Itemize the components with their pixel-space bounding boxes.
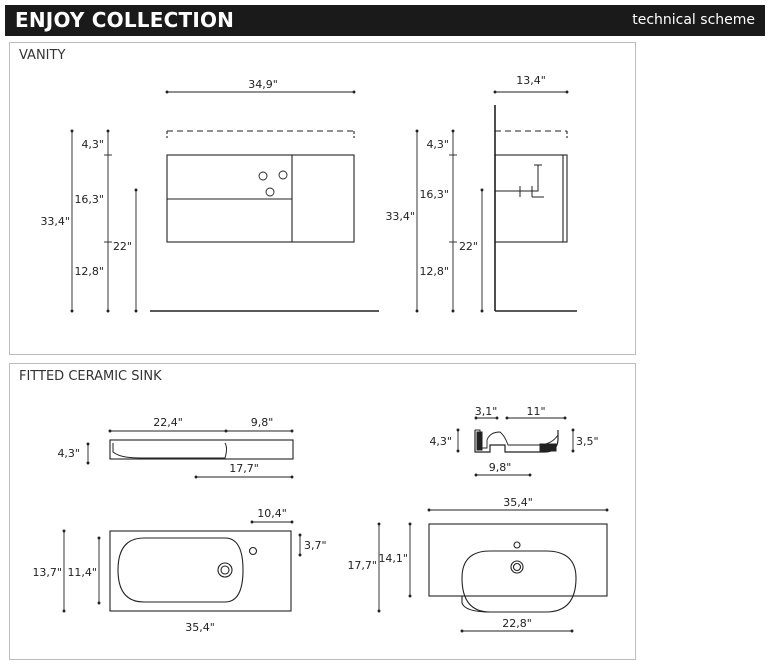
front-bottom-label: 12,8" xyxy=(74,265,104,278)
side-depth-label: 13,4" xyxy=(516,74,546,87)
sink-front-view xyxy=(377,508,609,633)
section-depth-label: 3,5" xyxy=(576,435,599,448)
side-middle-label: 16,3" xyxy=(419,188,449,201)
front-floor-label: 22" xyxy=(113,240,132,253)
top-hole-label: 3,7" xyxy=(304,539,327,552)
vanity-front-view xyxy=(70,90,379,313)
front-width-label: 34,9" xyxy=(248,78,278,91)
vanity-title: VANITY xyxy=(19,48,66,63)
vanity-side-view xyxy=(415,90,577,313)
front-middle-label: 16,3" xyxy=(74,193,104,206)
front-sink-inner-height-label: 14,1" xyxy=(378,552,408,565)
profile-bowl-label: 17,7" xyxy=(229,462,259,475)
front-sink-width-label: 35,4" xyxy=(503,496,533,509)
front-sink-height-label: 17,7" xyxy=(347,559,377,572)
drain-icon xyxy=(258,171,268,181)
profile-height-label: 4,3" xyxy=(57,447,80,460)
siphon-trap xyxy=(495,164,544,198)
side-total-label: 33,4" xyxy=(385,210,415,223)
sink-section-view xyxy=(456,416,575,477)
front-top-label: 4,3" xyxy=(81,138,104,151)
top-depth-label: 13,7" xyxy=(32,566,62,579)
profile-left-width-label: 22,4" xyxy=(153,416,183,429)
side-floor-label: 22" xyxy=(459,240,478,253)
sink-top-view xyxy=(62,520,302,613)
side-top-label: 4,3" xyxy=(426,138,449,151)
section-basin-label: 11" xyxy=(526,405,545,418)
side-bottom-label: 12,8" xyxy=(419,265,449,278)
profile-right-width-label: 9,8" xyxy=(251,416,274,429)
front-total-label: 33,4" xyxy=(40,215,70,228)
section-rim-label: 3,1" xyxy=(475,405,498,418)
section-bottom-label: 9,8" xyxy=(489,461,512,474)
cabinet-side xyxy=(494,154,568,243)
sink-panel: FITTED CERAMIC SINK xyxy=(9,363,636,660)
vanity-panel: VANITY xyxy=(9,42,636,355)
top-offset-label: 10,4" xyxy=(257,507,287,520)
page-header: ENJOY COLLECTION technical scheme xyxy=(5,5,765,36)
section-height-label: 4,3" xyxy=(429,435,452,448)
sink-title: FITTED CERAMIC SINK xyxy=(19,369,162,384)
header-subtitle: technical scheme xyxy=(632,12,755,28)
top-width-label: 35,4" xyxy=(185,621,215,634)
collection-title: ENJOY COLLECTION xyxy=(15,8,235,32)
sink-profile-view xyxy=(86,429,294,479)
front-bowl-width-label: 22,8" xyxy=(502,617,532,630)
top-inner-depth-label: 11,4" xyxy=(67,566,97,579)
